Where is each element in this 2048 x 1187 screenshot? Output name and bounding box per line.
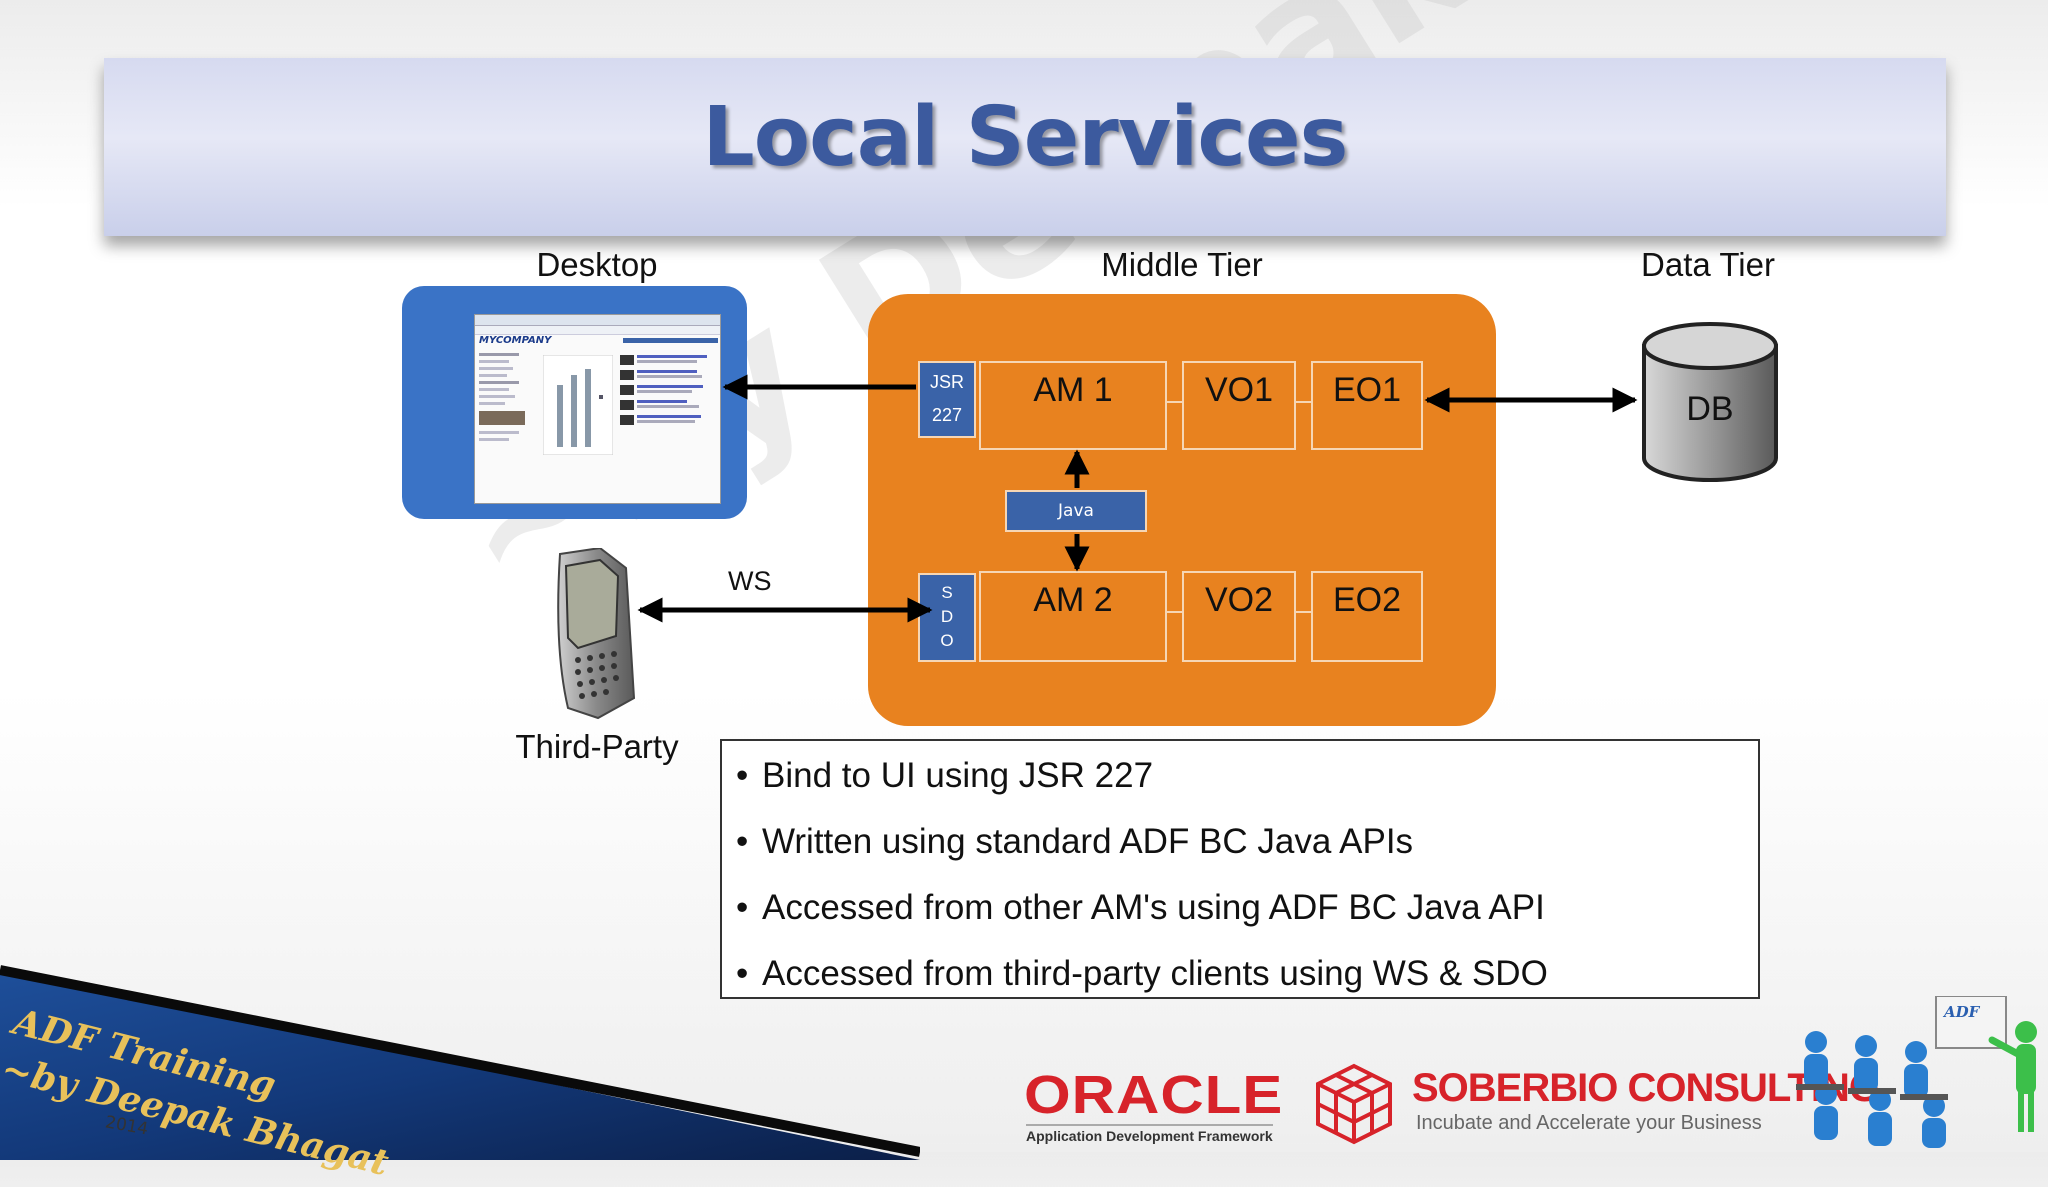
soberbio-tagline: Incubate and Accelerate your Business xyxy=(1416,1112,1762,1135)
bullet-item: •Written using standard ADF BC Java APIs xyxy=(722,813,1758,879)
bullet-item: •Bind to UI using JSR 227 xyxy=(722,747,1758,813)
training-figures-icon xyxy=(1796,996,2046,1152)
oracle-logo: ORACLE xyxy=(1024,1063,1283,1125)
adf-badge: ADF xyxy=(1944,1003,1979,1021)
oracle-subtitle: Application Development Framework xyxy=(1026,1124,1273,1144)
ws-label: WS xyxy=(728,566,772,597)
bullet-item: •Accessed from other AM's using ADF BC J… xyxy=(722,879,1758,945)
cube-logo-icon xyxy=(1312,1062,1396,1146)
